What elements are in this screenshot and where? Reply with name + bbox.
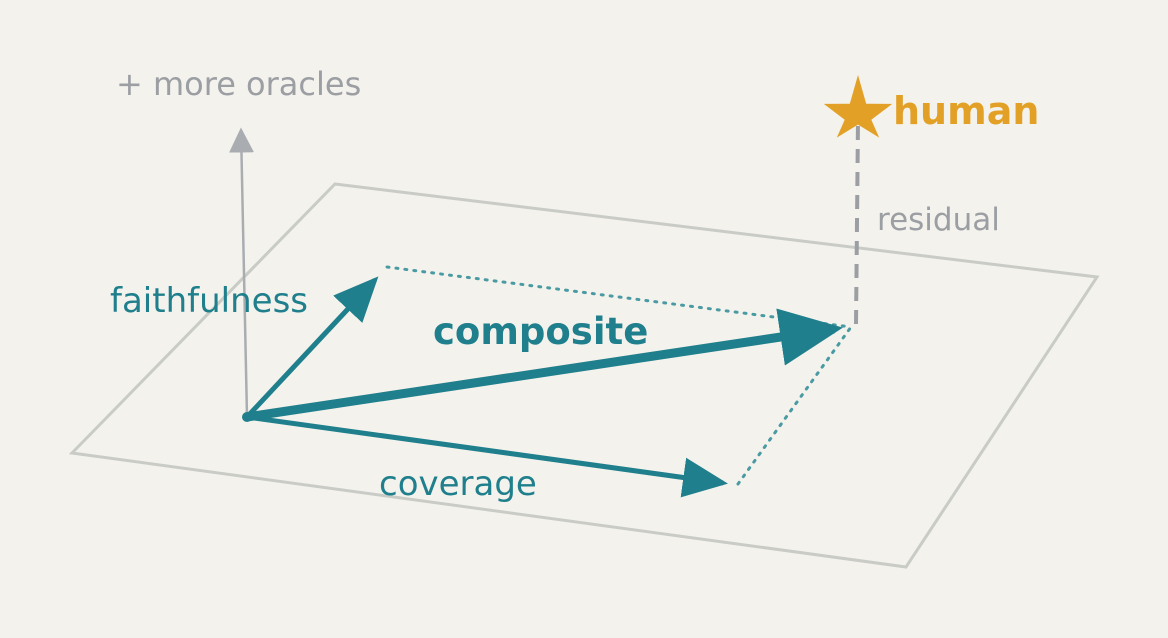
composite-vector xyxy=(246,308,843,422)
oracle-plane xyxy=(68,182,1100,569)
residual-label: residual xyxy=(877,202,1000,238)
faithfulness-projection-line xyxy=(385,265,853,329)
residual-line xyxy=(854,119,860,325)
faithfulness-label: faithfulness xyxy=(110,281,308,321)
coverage-label: coverage xyxy=(379,464,537,504)
human-label: human xyxy=(893,89,1039,133)
more-oracles-axis xyxy=(228,127,254,418)
coverage-vector xyxy=(246,414,728,498)
origin-point xyxy=(242,412,252,422)
faithfulness-vector xyxy=(245,276,379,419)
coverage-projection-line xyxy=(736,325,853,486)
more-oracles-label: + more oracles xyxy=(116,65,361,103)
composite-label: composite xyxy=(433,310,648,353)
human-star-icon xyxy=(823,75,893,138)
